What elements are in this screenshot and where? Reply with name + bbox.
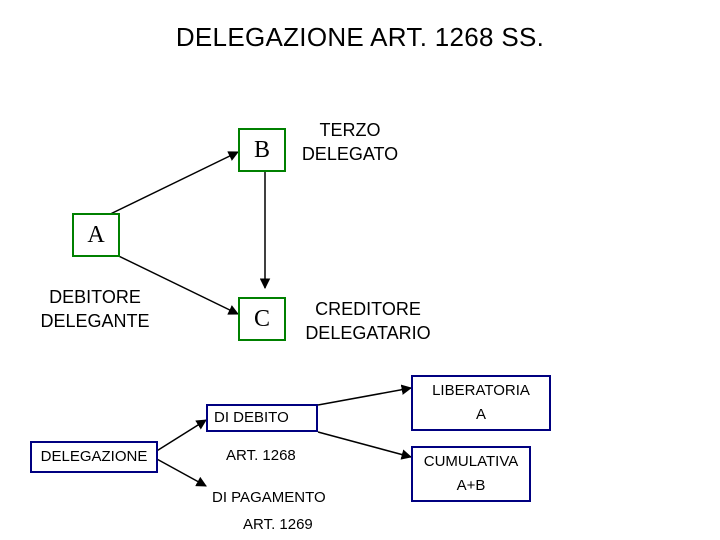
text-art-1269: ART. 1269 [243, 516, 313, 533]
box-cumulativa-line2: A+B [456, 477, 486, 494]
box-liberatoria-line2: A [475, 406, 486, 423]
text-art-1268: ART. 1268 [226, 447, 296, 464]
label-c-line2: DELEGATARIO [305, 323, 431, 343]
label-b-line2: DELEGATO [301, 144, 399, 164]
arrow-debito-to-cumulativa [317, 431, 413, 460]
box-liberatoria: LIBERATORIA A [411, 375, 551, 431]
page-title: DELEGAZIONE ART. 1268 SS. [175, 22, 545, 52]
box-cumulativa: CUMULATIVA A+B [411, 446, 531, 502]
node-c: C [238, 297, 286, 341]
node-a: A [72, 213, 120, 257]
arrow-debito-to-liberatoria [317, 384, 413, 406]
arrow-a-to-b [97, 151, 239, 221]
box-di-debito: DI DEBITO [206, 404, 318, 432]
label-c: CREDITORE DELEGATARIO [288, 297, 448, 345]
arrow-a-to-c [97, 245, 239, 315]
label-a: DEBITORE DELEGANTE [20, 285, 170, 333]
label-b-line1: TERZO [319, 120, 381, 140]
box-delegazione: DELEGAZIONE [30, 441, 158, 473]
label-a-line2: DELEGANTE [40, 311, 150, 331]
text-di-pagamento: DI PAGAMENTO [212, 489, 326, 506]
node-b: B [238, 128, 286, 172]
box-cumulativa-line1: CUMULATIVA [423, 453, 519, 470]
label-c-line1: CREDITORE [315, 299, 421, 319]
label-b: TERZO DELEGATO [290, 118, 410, 166]
label-a-line1: DEBITORE [49, 287, 141, 307]
arrow-delegazione-to-debito [154, 419, 207, 453]
arrow-delegazione-to-pagamento [154, 457, 207, 487]
box-liberatoria-line1: LIBERATORIA [432, 382, 530, 399]
